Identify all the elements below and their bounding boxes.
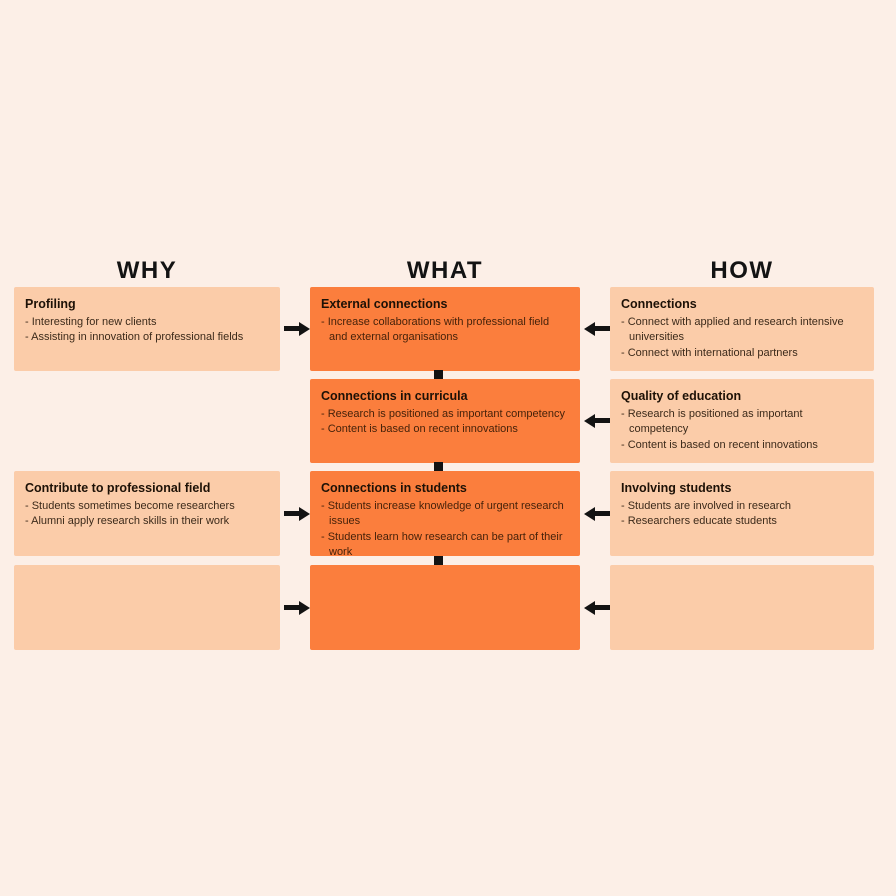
- box-bullet: - Increase collaborations with professio…: [321, 316, 550, 344]
- box-bullet: - Researchers educate students: [621, 515, 777, 528]
- link-square-icon: [434, 556, 443, 565]
- box-bullet: - Research is positioned as important co…: [621, 408, 803, 436]
- box-title: Connections: [621, 297, 697, 311]
- box-bullet: - Research is positioned as important co…: [321, 408, 565, 421]
- arrow-left-icon: [595, 326, 610, 331]
- box-bullet: - Content is based on recent innovations: [321, 423, 518, 436]
- what-box-external-connections: External connections - Increase collabor…: [310, 287, 580, 371]
- why-box-profiling: Profiling - Interesting for new clients …: [14, 287, 280, 371]
- arrow-left-icon: [595, 605, 610, 610]
- arrow-right-icon: [284, 326, 299, 331]
- how-box-quality-of-education: Quality of education - Research is posit…: [610, 379, 874, 463]
- box-bullet: - Students are involved in research: [621, 500, 791, 513]
- why-box-empty: [14, 565, 280, 650]
- link-square-icon: [434, 462, 443, 471]
- box-title: External connections: [321, 297, 448, 311]
- box-bullet: - Connect with applied and research inte…: [621, 316, 844, 344]
- why-box-contribute-to-professional-field: Contribute to professional field - Stude…: [14, 471, 280, 556]
- how-box-connections: Connections - Connect with applied and r…: [610, 287, 874, 371]
- box-bullet: - Assisting in innovation of professiona…: [25, 331, 244, 344]
- how-box-involving-students: Involving students - Students are involv…: [610, 471, 874, 556]
- box-title: Connections in students: [321, 481, 467, 495]
- column-header-what: WHAT: [406, 257, 484, 284]
- arrow-left-icon: [595, 511, 610, 516]
- box-title: Profiling: [25, 297, 76, 311]
- box-bullet: - Connect with international partners: [621, 346, 798, 359]
- link-square-icon: [434, 370, 443, 379]
- arrow-right-icon: [284, 511, 299, 516]
- box-bullet: - Alumni apply research skills in their …: [25, 515, 230, 528]
- box-bullet: - Students increase knowledge of urgent …: [321, 500, 564, 528]
- box-bullet: - Interesting for new clients: [25, 316, 157, 329]
- arrow-left-icon: [595, 418, 610, 423]
- how-box-empty: [610, 565, 874, 650]
- box-bullet: - Content is based on recent innovations: [621, 438, 818, 451]
- what-box-empty: [310, 565, 580, 650]
- box-title: Involving students: [621, 481, 732, 495]
- what-box-connections-in-curricula: Connections in curricula - Research is p…: [310, 379, 580, 463]
- box-title: Contribute to professional field: [25, 481, 211, 495]
- box-title: Connections in curricula: [321, 389, 468, 403]
- box-title: Quality of education: [621, 389, 742, 403]
- arrow-right-icon: [284, 605, 299, 610]
- column-header-why: WHY: [116, 257, 178, 284]
- what-box-connections-in-students: Connections in students - Students incre…: [310, 471, 580, 558]
- box-bullet: - Students learn how research can be par…: [321, 530, 563, 558]
- box-bullet: - Students sometimes become researchers: [25, 500, 235, 513]
- column-header-how: HOW: [710, 257, 774, 284]
